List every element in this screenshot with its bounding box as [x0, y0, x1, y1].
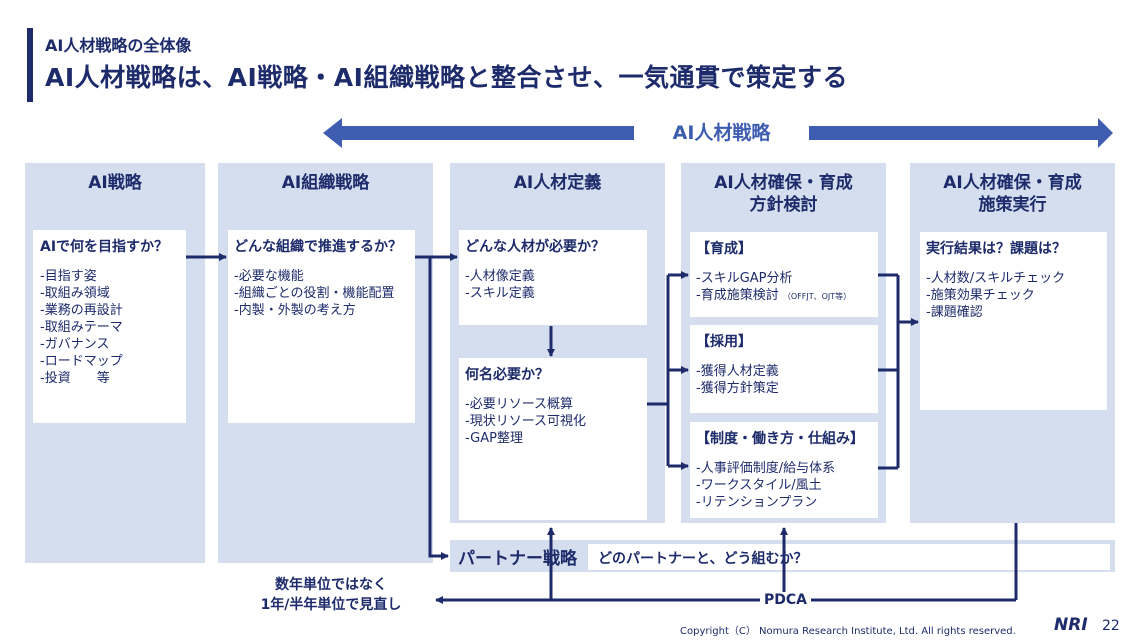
- list-item: -投資 等: [40, 371, 110, 386]
- column-title-execution: AI人材確保・育成 施策実行: [910, 172, 1115, 216]
- list-item: -獲得方針策定: [696, 381, 779, 396]
- list-systems: -人事評価制度/給与体系 -ワークスタイル/風土 -リテンションプラン: [696, 460, 835, 511]
- list-item: -内製・外製の考え方: [234, 303, 356, 318]
- box-heading-development: 【育成】: [696, 241, 752, 257]
- list-headcount: -必要リソース概算 -現状リソース可視化 -GAP整理: [465, 396, 586, 447]
- list-item-with-note: -育成施策検討 （OFFJT、OJT等）: [696, 287, 851, 305]
- list-item: -現状リソース可視化: [465, 414, 587, 429]
- copyright: Copyright（C） Nomura Research Institute, …: [680, 626, 1016, 637]
- box-heading-headcount: 何名必要か？: [465, 367, 549, 383]
- column-title-ai-talent-definition: AI人材定義: [513, 173, 602, 193]
- box-execution: [920, 232, 1107, 410]
- banner-label: AI人材戦略: [634, 118, 809, 148]
- page-number: 22: [1102, 618, 1120, 634]
- list-item: -目指す姿: [40, 269, 97, 284]
- list-item: -リテンションプラン: [696, 495, 818, 510]
- partner-question-box: [588, 544, 1110, 570]
- list-item: -ガバナンス: [40, 337, 110, 352]
- list-item: -ロードマップ: [40, 354, 123, 369]
- box-heading-ai-strategy: AIで何を目指すか？: [40, 239, 169, 255]
- box-required-talent: [459, 230, 647, 325]
- pdca-label: PDCA: [760, 592, 811, 608]
- box-heading-ai-org-strategy: どんな組織で推進するか？: [234, 239, 402, 255]
- box-development: [690, 232, 878, 317]
- list-item: -取組み領域: [40, 286, 110, 301]
- column-title-line: 方針検討: [749, 195, 818, 215]
- title-accent-bar: [27, 28, 33, 102]
- partner-strategy-label: パートナー戦略: [458, 549, 577, 569]
- partner-question: どのパートナーと、どう組むか？: [598, 551, 808, 567]
- page-subtitle: AI人材戦略の全体像: [45, 36, 192, 55]
- list-development: -スキルGAP分析 -育成施策検討 （OFFJT、OJT等）: [696, 270, 851, 305]
- box-heading-execution: 実行結果は？課題は？: [926, 241, 1066, 257]
- list-item: -取組みテーマ: [40, 320, 123, 335]
- list-item: -ワークスタイル/風土: [696, 478, 822, 493]
- box-heading-required-talent: どんな人材が必要か？: [465, 239, 605, 255]
- list-item: -GAP整理: [465, 431, 523, 446]
- list-item-note: （OFFJT、OJT等）: [782, 292, 852, 301]
- box-ai-strategy: [33, 230, 186, 423]
- list-execution: -人材数/スキルチェック -施策効果チェック -課題確認: [926, 270, 1065, 321]
- review-line: 数年単位ではなく: [275, 577, 387, 593]
- list-item: -スキル定義: [465, 286, 535, 301]
- box-recruitment: [690, 325, 878, 413]
- box-heading-recruitment: 【採用】: [696, 334, 752, 350]
- list-item: -人事評価制度/給与体系: [696, 461, 836, 476]
- list-item: -業務の再設計: [40, 303, 123, 318]
- list-item: -獲得人材定義: [696, 364, 779, 379]
- list-required-talent: -人材像定義 -スキル定義: [465, 268, 535, 302]
- column-title-ai-org-strategy: AI組織戦略: [281, 173, 370, 193]
- list-ai-strategy: -目指す姿 -取組み領域 -業務の再設計 -取組みテーマ -ガバナンス -ロード…: [40, 268, 123, 387]
- review-line: 1年/半年単位で見直し: [260, 597, 402, 613]
- list-item: -必要リソース概算: [465, 397, 574, 412]
- list-item: -人材数/スキルチェック: [926, 271, 1066, 286]
- column-title-ai-strategy: AI戦略: [88, 173, 142, 193]
- list-item: -人材像定義: [465, 269, 535, 284]
- box-ai-org-strategy: [228, 230, 415, 423]
- list-item: -課題確認: [926, 305, 983, 320]
- column-title-line: AI人材確保・育成: [714, 173, 853, 193]
- list-item: -施策効果チェック: [926, 288, 1035, 303]
- list-ai-org-strategy: -必要な機能 -組織ごとの役割・機能配置 -内製・外製の考え方: [234, 268, 395, 319]
- list-item: -スキルGAP分析: [696, 271, 793, 286]
- nri-logo: NRI: [1054, 615, 1088, 635]
- box-heading-systems: 【制度・働き方・仕組み】: [696, 431, 864, 447]
- box-headcount: [459, 358, 647, 520]
- review-cycle-note: 数年単位ではなく 1年/半年単位で見直し: [236, 575, 426, 615]
- column-title-line: 施策実行: [978, 195, 1047, 215]
- list-item: -必要な機能: [234, 269, 304, 284]
- page-title: AI人材戦略は、AI戦略・AI組織戦略と整合させ、一気通貫で策定する: [45, 63, 848, 92]
- box-systems: [690, 422, 878, 518]
- list-item-text: -育成施策検討: [696, 288, 779, 303]
- list-item: -組織ごとの役割・機能配置: [234, 286, 395, 301]
- column-title-policy-review: AI人材確保・育成 方針検討: [681, 172, 886, 216]
- column-title-line: AI人材確保・育成: [943, 173, 1082, 193]
- list-recruitment: -獲得人材定義 -獲得方針策定: [696, 363, 779, 397]
